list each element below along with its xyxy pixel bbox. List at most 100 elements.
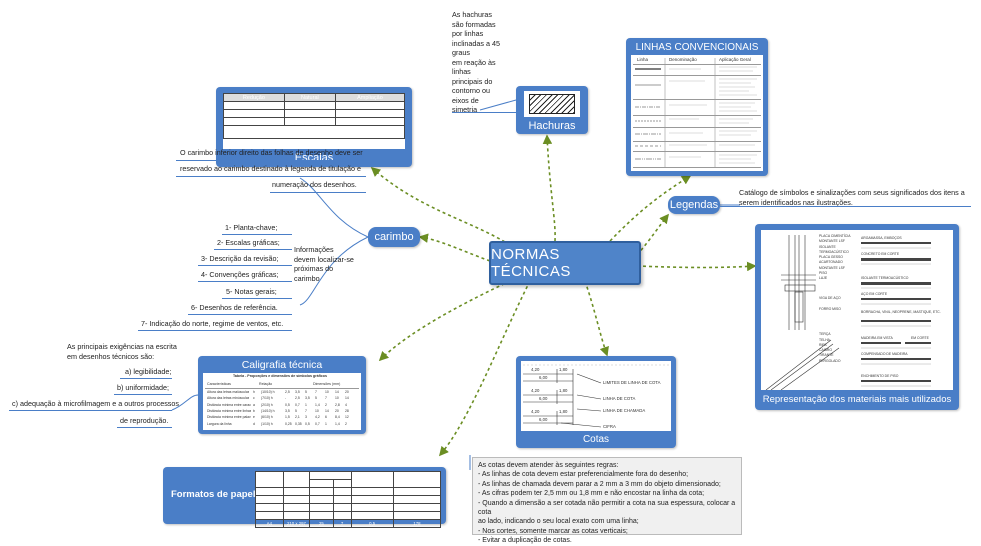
formatos-cell: 10 <box>332 495 352 504</box>
carimbo-underline <box>270 192 366 193</box>
caligrafia-cell: 1,5 <box>285 415 290 420</box>
mat-left-label: TIRANTE <box>819 353 834 358</box>
carimbo-info: Informações devem localizar-se próximas … <box>294 245 364 283</box>
mat-right-label: AÇO EM CORTE <box>861 292 888 296</box>
escalas-header: Ampliação <box>334 93 406 102</box>
carimbo-underline <box>176 176 366 177</box>
caligrafia-cell: 7 <box>315 390 317 394</box>
item-underline <box>138 330 292 331</box>
formatos-cell: 7 <box>332 503 352 512</box>
caligrafia-table-title: Tabela - Proporções e dimensões de símbo… <box>233 374 327 378</box>
mat-left-label: PISO <box>819 271 828 276</box>
note-line: linhas <box>452 67 471 76</box>
mat-left-label: TERÇA <box>819 332 831 337</box>
cota-dim: 4,20 <box>531 367 540 372</box>
carimbo-text: numeração dos desenhos. <box>272 180 357 189</box>
item-underline <box>120 378 172 379</box>
carimbo-item: 1- Planta-chave; <box>225 223 278 232</box>
legendas-underline <box>720 206 971 207</box>
caligrafia-cell: 5 <box>295 408 297 413</box>
central-topic[interactable]: NORMAS TÉCNICAS <box>489 241 641 285</box>
legendas-label: Legendas <box>669 199 719 211</box>
cota-dim: 4,20 <box>531 388 540 393</box>
cotas-label: Cotas <box>582 434 610 445</box>
mat-left-label: RIPA <box>819 342 827 347</box>
cota-callout: LINHA DE CHAMADA <box>603 408 646 413</box>
formatos-node[interactable]: Formatos de papel Designação Dimensões M… <box>163 467 446 528</box>
linhas-label: LINHAS CONVENCIONAIS <box>635 42 759 53</box>
caligrafia-cell: 3,5 <box>305 396 310 401</box>
caligrafia-cell: 0,5 <box>285 402 290 407</box>
caligrafia-cell: 28 <box>345 408 349 413</box>
rule-line: ao lado, indicando o seu local exato com… <box>478 518 639 526</box>
formatos-cell: 178 <box>392 519 442 528</box>
carimbo-item: 5- Notas gerais; <box>226 287 277 296</box>
mat-left-label: CAIBRO <box>819 348 832 353</box>
caligrafia-node[interactable]: Caligrafia técnica Tabela - Proporções e… <box>198 356 366 434</box>
legendas-node[interactable]: Legendas <box>668 196 720 214</box>
caligrafia-header: Relação <box>259 382 273 386</box>
caligrafia-cell: 7 <box>305 408 307 413</box>
caligrafia-cell: 1,4 <box>315 402 320 407</box>
note-line: graus <box>452 48 470 57</box>
caligrafia-cell: 8,4 <box>335 415 340 420</box>
item-underline <box>117 427 172 428</box>
caligrafia-cell: 20 <box>335 408 339 413</box>
caligrafia-cell: 4 <box>345 402 347 407</box>
formatos-header: Comprimento da legenda <box>392 471 442 488</box>
caligrafia-cell: d <box>253 421 255 426</box>
carimbo-item: 7- Indicação do norte, regime de ventos,… <box>141 319 284 328</box>
info-line: Informações <box>294 245 334 254</box>
formatos-cell: 1,4 <box>350 487 394 496</box>
carimbo-item: 4- Convenções gráficas; <box>201 270 279 279</box>
caligrafia-item: de reprodução. <box>120 416 169 425</box>
rule-line: - As cifras podem ter 2,5 mm ou 1,8 mm e… <box>478 490 705 498</box>
item-underline <box>9 410 172 411</box>
formatos-cell: 7 <box>332 519 352 528</box>
caligrafia-cell: - <box>285 396 287 401</box>
caligrafia-header: Dimensões (mm) <box>313 382 341 386</box>
escalas-cell: 2:1 <box>334 101 406 110</box>
caligrafia-label: Caligrafia técnica <box>241 359 323 371</box>
note-line: contorno ou <box>452 86 490 95</box>
materiais-node[interactable]: PLACA CIMENTÍCIA MONTANTE LSF ISOLANTE T… <box>755 224 959 410</box>
formatos-header: Margem <box>309 471 352 480</box>
caligrafia-cell: (10/10) h <box>261 390 275 394</box>
mat-right-label: ISOLANTE TERMOACÚSTICO <box>861 276 909 280</box>
cota-callout: LINHA DE COTA <box>603 396 636 401</box>
carimbo-text: O carimbo inferior direito das folhas de… <box>180 148 363 157</box>
mat-left-label: PLACA CIMENTÍCIA <box>819 234 851 238</box>
mat-left-label: MONTANTE LSF <box>819 239 845 244</box>
caligrafia-item: c) adequação à microfilmagem e a outros … <box>12 399 179 408</box>
caligrafia-cell: 10 <box>335 396 339 401</box>
escalas-label: Escalas <box>294 152 334 164</box>
caligrafia-cell: 0,7 <box>295 402 300 407</box>
carimbo-node[interactable]: carimbo <box>368 227 420 247</box>
hachuras-node[interactable]: Hachuras <box>516 86 588 134</box>
mat-right-label: COMPENSADO DE MADEIRA <box>861 352 908 356</box>
rule-line: - Nos cortes, somente marcar as cotas ve… <box>478 527 628 535</box>
mat-right-label: CONCRETO EM CORTE <box>861 252 900 256</box>
cotas-node[interactable]: 4,20 1,80 6,00 4,20 1,80 6,00 4,20 1,80 … <box>516 356 676 448</box>
caligrafia-cell: 4,2 <box>315 415 320 420</box>
caligrafia-cell: Distância mínima entre palavras <box>207 415 251 420</box>
formatos-header: Designação <box>255 471 284 488</box>
materiais-label: Representação dos materiais mais utiliza… <box>762 394 952 405</box>
materiais-drawing: PLACA CIMENTÍCIA MONTANTE LSF ISOLANTE T… <box>761 230 953 390</box>
linhas-node[interactable]: LINHAS CONVENCIONAIS Linha Denominação A… <box>626 38 768 176</box>
linhas-table: Linha Denominação Aplicação Geral <box>631 55 763 171</box>
mat-right-label: ARGAMASSA, EMBOÇOS <box>861 236 902 240</box>
mat-right-label: EM CORTE <box>911 336 929 340</box>
carimbo-item: 3- Descrição da revisão; <box>201 254 279 263</box>
caligrafia-cell: h <box>253 390 255 394</box>
mat-left-label: VIGA DE AÇO <box>819 295 841 300</box>
rule-line: - Quando a dimensão a ser cotada não per… <box>478 499 736 517</box>
caligrafia-cell: Distância mínima entre caracteres <box>207 402 251 407</box>
caligrafia-cell: 0,5 <box>305 421 310 426</box>
item-underline <box>198 265 292 266</box>
formatos-subheader: Esquerda <box>309 479 334 488</box>
